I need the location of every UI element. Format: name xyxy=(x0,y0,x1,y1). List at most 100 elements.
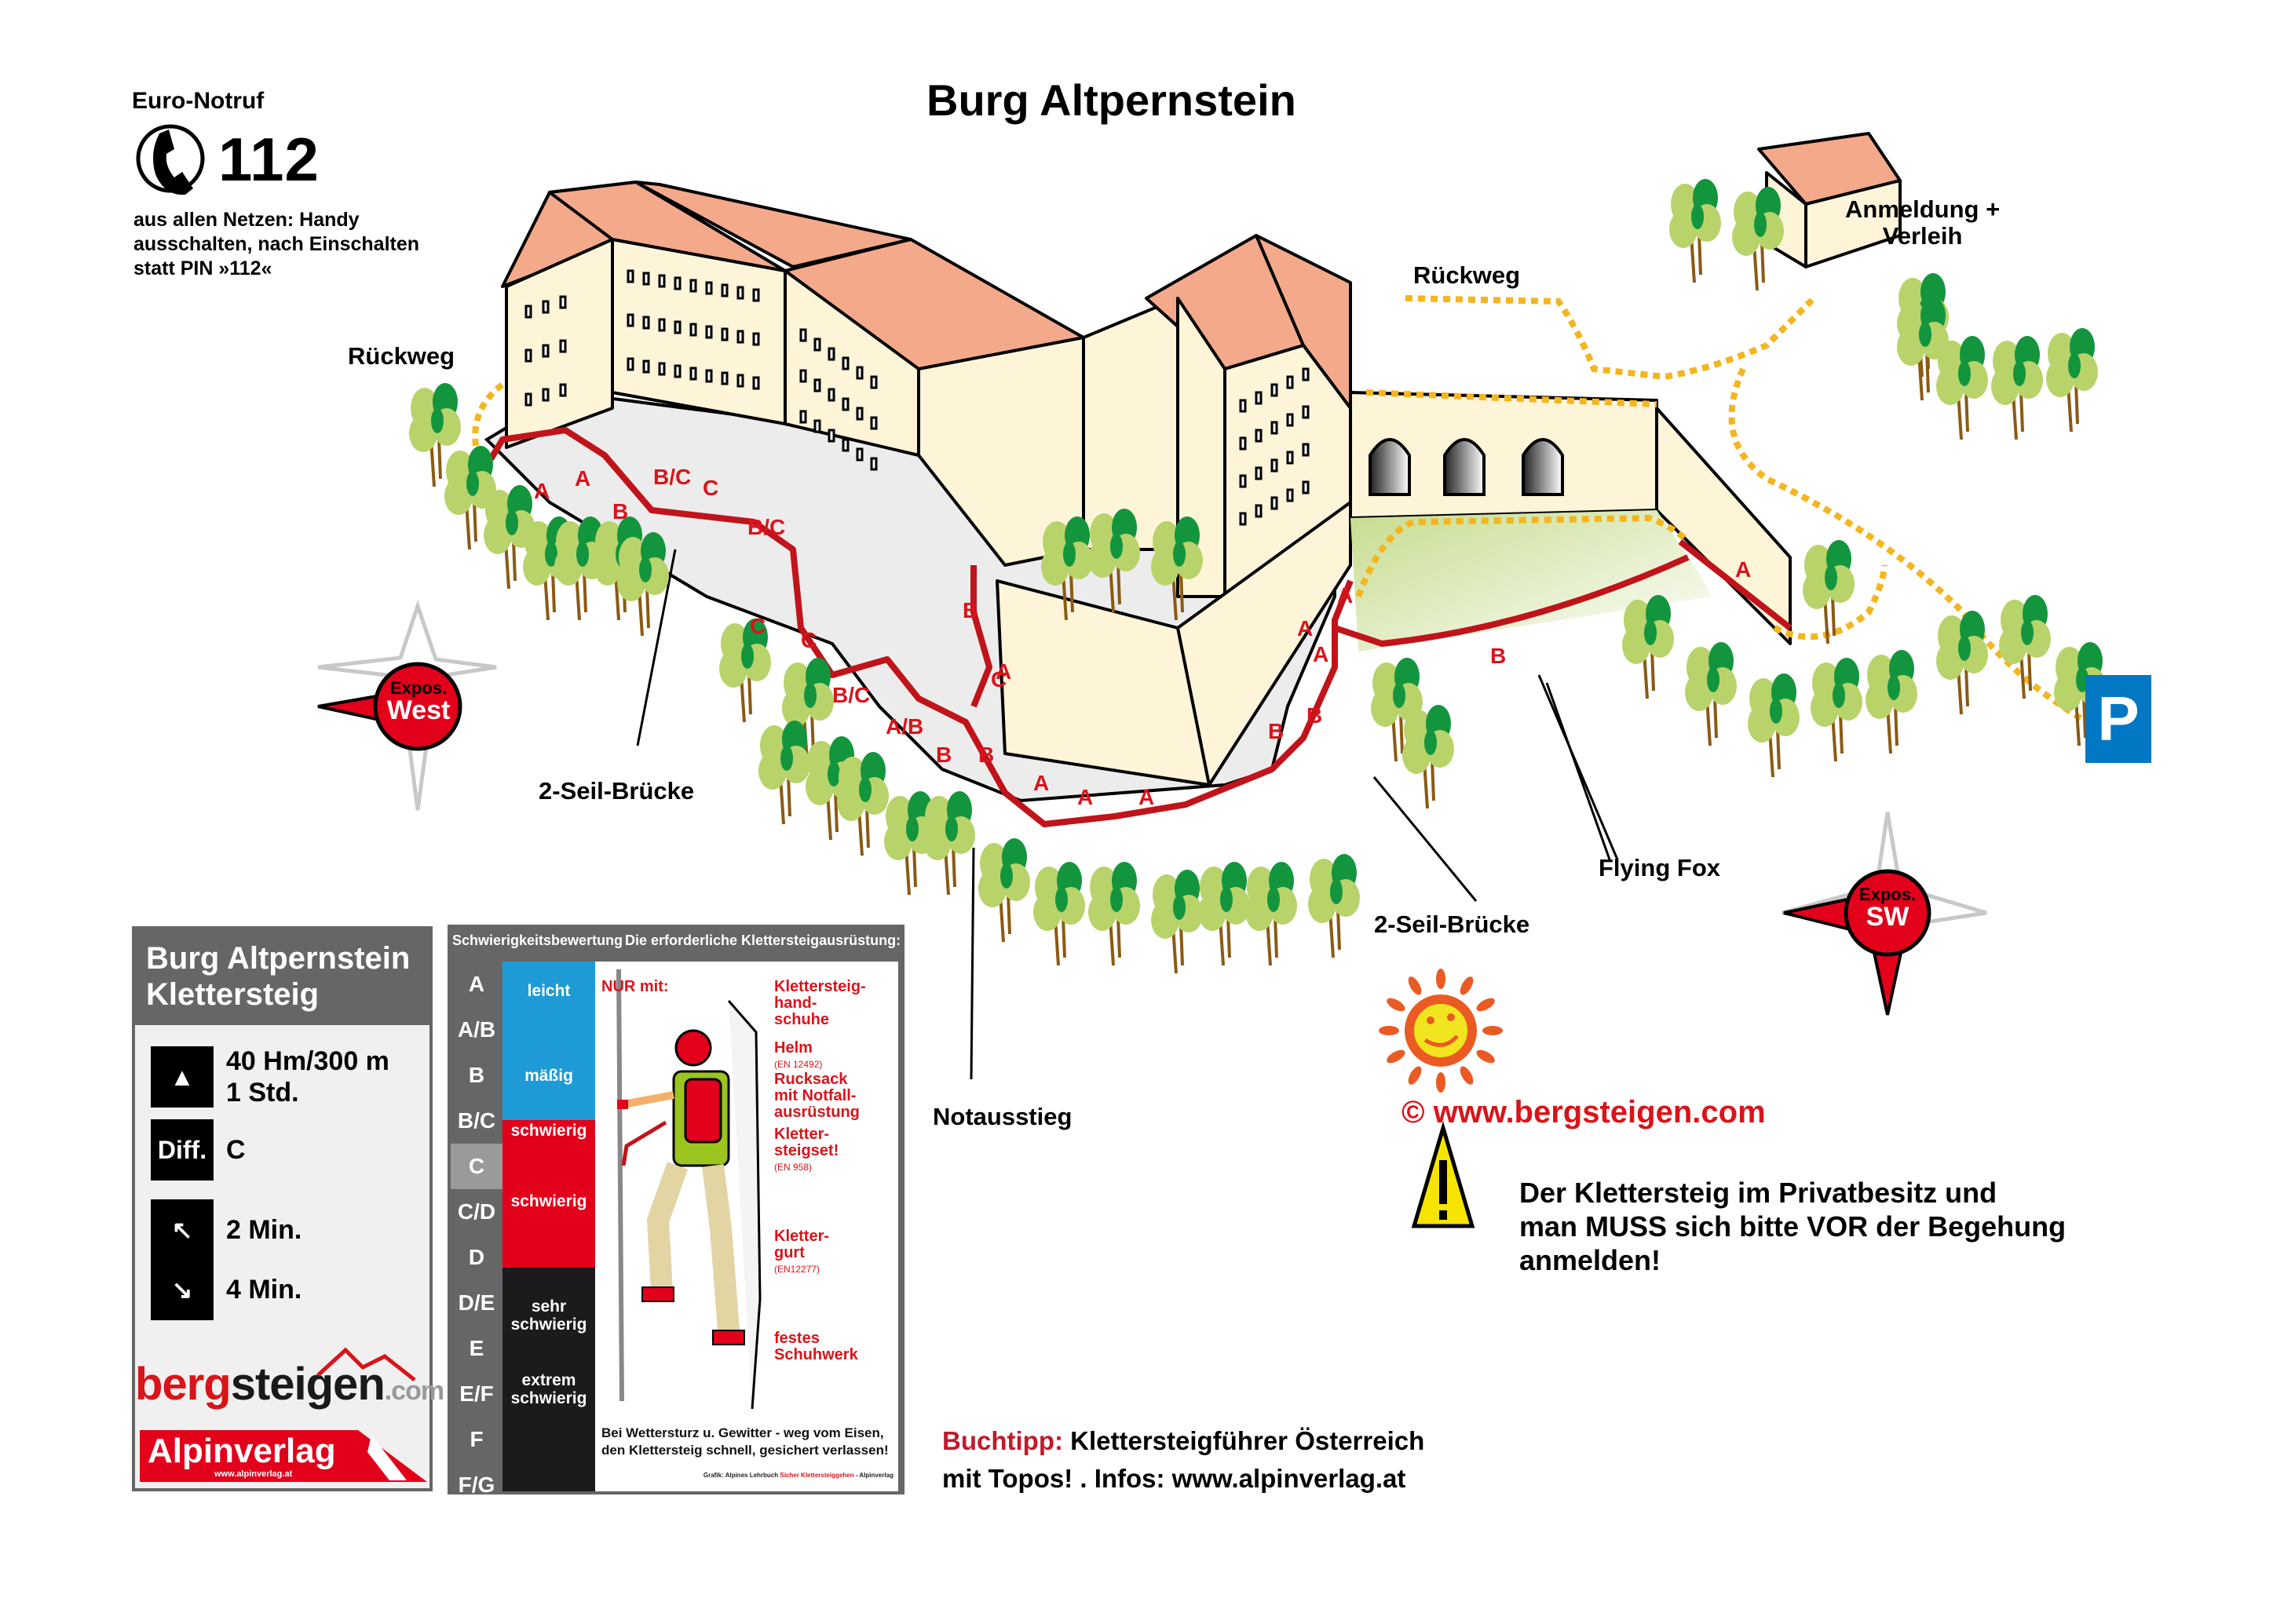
tree-icon xyxy=(757,719,812,826)
window-icon xyxy=(1239,512,1247,526)
info-difficulty: C xyxy=(226,1135,246,1165)
sun-logo-icon xyxy=(1379,969,1503,1093)
label-rueckweg-top: Rückweg xyxy=(1413,261,1521,289)
book-tip-info: mit Topos! . Infos: www.alpinverlag.at xyxy=(942,1464,1406,1493)
window-icon xyxy=(870,457,878,471)
route-grade-label: B xyxy=(1490,644,1507,668)
tree-icon xyxy=(1990,334,2045,441)
logo-part: steigen xyxy=(230,1359,386,1410)
route-grade-label: B xyxy=(612,499,629,524)
window-icon xyxy=(1270,383,1278,397)
alpinverlag-url: www.alpinverlag.at xyxy=(214,1469,293,1479)
info-row-difficulty: Diff. C xyxy=(151,1119,246,1181)
window-icon xyxy=(813,338,821,352)
window-icon xyxy=(736,286,744,300)
alpinverlag-logo: Alpinverlag www.alpinverlag.at xyxy=(140,1430,427,1482)
band-label: schwierig xyxy=(510,1122,587,1140)
band-schwierig-2: schwierig xyxy=(502,1167,595,1268)
emergency-label: Euro-Notruf xyxy=(132,88,265,114)
tree-icon xyxy=(1087,860,1142,967)
window-icon xyxy=(828,347,835,361)
band-label: mäßig xyxy=(524,1067,573,1085)
window-icon xyxy=(524,349,532,363)
window-icon xyxy=(658,362,666,376)
window-icon xyxy=(1286,375,1294,389)
sun-ray xyxy=(1379,1026,1399,1035)
sun-ray xyxy=(1460,976,1474,995)
window-icon xyxy=(1286,488,1294,502)
info-card: Burg Altpernstein Klettersteig ▲ 40 Hm/3… xyxy=(132,926,433,1491)
grade-cell: F xyxy=(470,1427,484,1451)
equipment-item-line: Klettersteig- xyxy=(774,978,866,995)
sun-ray xyxy=(1436,969,1445,989)
info-row-length: ▲ 40 Hm/300 m 1 Std. xyxy=(151,1046,389,1108)
page-title: Burg Altpernstein xyxy=(926,75,1296,125)
tree-icon xyxy=(1197,860,1252,967)
route-grade-label: A xyxy=(1297,616,1314,640)
equipment-nur-mit: NUR mit: xyxy=(601,978,669,995)
route-grade-label: A xyxy=(575,466,591,491)
grade-cell: E/F xyxy=(459,1381,494,1406)
grade-cell: D xyxy=(468,1245,485,1269)
bergsteigen-logo: bergsteigen.com xyxy=(135,1358,444,1411)
window-icon xyxy=(642,359,650,374)
weather-warning-line: den Klettersteig schnell, gesichert verl… xyxy=(601,1443,889,1458)
info-duration: 1 Std. xyxy=(226,1078,299,1108)
label-rueckweg-left: Rückweg xyxy=(348,342,455,370)
warning-line: man MUSS sich bitte VOR der Begehung xyxy=(1519,1210,2067,1243)
logo-part: berg xyxy=(135,1359,232,1410)
label-arrows xyxy=(636,549,1619,1080)
climber-illustration-icon xyxy=(616,969,762,1410)
compass-sw-icon xyxy=(1782,812,1987,1016)
window-icon xyxy=(1302,480,1310,494)
window-icon xyxy=(524,392,532,407)
band-label: sehr schwierig xyxy=(510,1297,587,1334)
book-tip: Buchtipp: Klettersteigführer Österreich … xyxy=(942,1422,1424,1498)
window-icon xyxy=(813,378,821,392)
window-icon xyxy=(842,356,850,370)
equipment-item-line: schuhe xyxy=(774,1011,830,1028)
weather-warning-line: Bei Wettersturz u. Gewitter - weg vom Ei… xyxy=(601,1425,884,1440)
info-row-ascent: ↖ 2 Min. xyxy=(151,1199,301,1261)
window-icon xyxy=(1255,504,1263,518)
window-icon xyxy=(799,410,807,424)
window-icon xyxy=(813,419,821,433)
climber-icon: ▲ xyxy=(151,1046,214,1108)
compass-direction: SW xyxy=(1866,902,1909,932)
difficulty-header: Schwierigkeitsbewertung xyxy=(452,932,623,948)
tree-icon xyxy=(1149,868,1204,975)
window-icon xyxy=(658,318,666,332)
label-anmeldung-line: Anmeldung + xyxy=(1845,195,2001,223)
label-notausstieg: Notausstieg xyxy=(933,1103,1073,1130)
equipment-norm: (EN 958) xyxy=(774,1162,813,1173)
compass-west-label: Expos. West xyxy=(383,678,454,724)
label-flying-fox: Flying Fox xyxy=(1599,854,1720,881)
lawn-area xyxy=(1350,510,1712,651)
sun-ray xyxy=(1482,1026,1503,1035)
warning-line: Der Klettersteig im Privatbesitz und xyxy=(1519,1177,1997,1209)
sun-ray xyxy=(1476,1049,1495,1064)
window-icon xyxy=(1255,429,1263,443)
tree-icon xyxy=(2045,327,2099,433)
window-icon xyxy=(752,288,760,302)
grade-cell: A xyxy=(468,972,485,996)
book-tip-title: Klettersteigführer Österreich xyxy=(1062,1426,1425,1455)
tree-icon xyxy=(835,750,890,857)
equipment-item-line: Helm xyxy=(774,1039,813,1057)
window-icon xyxy=(559,295,567,309)
window-icon xyxy=(1286,451,1294,465)
window-icon xyxy=(559,339,567,353)
compass-west-icon xyxy=(317,600,497,811)
route-grade-label: B xyxy=(978,743,995,767)
window-icon xyxy=(799,369,807,383)
mountain-logo-icon xyxy=(316,1347,416,1381)
registration-warning: Der Klettersteig im Privatbesitz und man… xyxy=(1519,1176,2066,1277)
window-icon xyxy=(1239,474,1247,488)
window-icon xyxy=(1255,466,1263,480)
sun-ray xyxy=(1387,998,1405,1012)
equipment-item-line: festes xyxy=(774,1330,820,1347)
copyright-link[interactable]: © www.bergsteigen.com xyxy=(1401,1095,1766,1130)
grade-cell: D/E xyxy=(458,1290,495,1315)
